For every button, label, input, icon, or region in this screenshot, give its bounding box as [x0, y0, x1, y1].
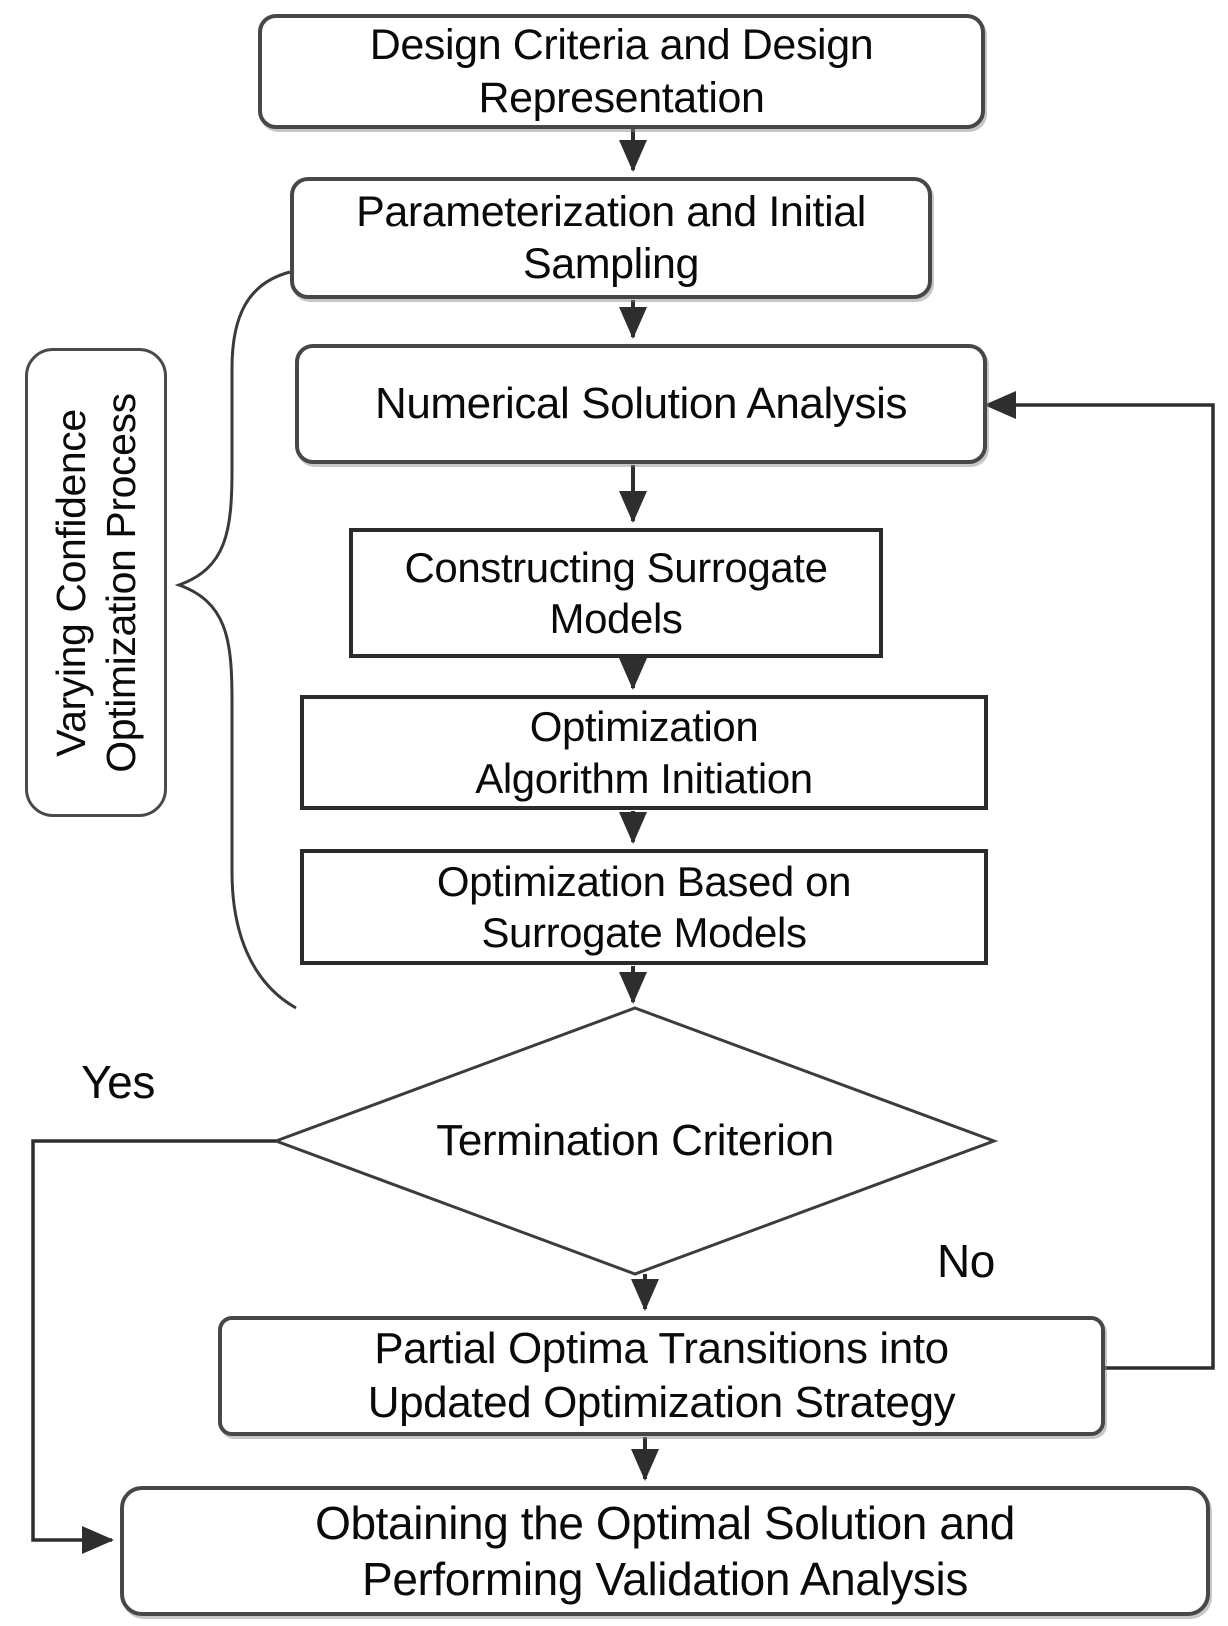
node-constructing-surrogate-models: Constructing Surrogate Models	[349, 528, 883, 658]
brace-curve	[174, 270, 297, 1010]
node-label-line: Parameterization and Initial	[356, 187, 866, 236]
branch-label-yes: Yes	[81, 1056, 155, 1108]
side-label-line: Optimization Process	[98, 392, 144, 773]
node-label-line: Optimization	[529, 703, 759, 751]
node-optimal-solution-validation: Obtaining the Optimal Solution and Perfo…	[120, 1486, 1210, 1616]
node-partial-optima-transition: Partial Optima Transitions into Updated …	[218, 1316, 1105, 1436]
branch-label-no: No	[936, 1235, 995, 1287]
node-label-line: Updated Optimization Strategy	[367, 1378, 956, 1427]
side-label-varying-confidence: Varying Confidence Optimization Process	[25, 348, 167, 817]
side-label-line: Varying Confidence	[47, 408, 94, 757]
node-termination-criterion: Termination Criterion	[355, 1112, 915, 1170]
node-optimization-algorithm-initiation: Optimization Algorithm Initiation	[300, 695, 988, 810]
node-label-line: Surrogate Models	[481, 909, 807, 956]
node-label-line: Obtaining the Optimal Solution and	[315, 1496, 1015, 1549]
node-label-line: Partial Optima Transitions into	[374, 1324, 949, 1374]
edge-no-feedback-loop	[984, 391, 1215, 1370]
node-label-line: Models	[549, 595, 683, 642]
side-label-text: Varying Confidence Optimization Process	[25, 348, 167, 817]
node-design-criteria: Design Criteria and Design Representatio…	[258, 14, 985, 129]
node-label-line: Optimization Based on	[436, 857, 852, 905]
node-label-line: Sampling	[522, 240, 700, 288]
edge-yes-branch	[31, 1139, 276, 1554]
node-optimization-based-on-surrogate-models: Optimization Based on Surrogate Models	[300, 849, 988, 965]
node-label-line: Constructing Surrogate	[404, 543, 828, 591]
node-label-line: Design Criteria and Design	[369, 21, 874, 70]
node-label-line: Algorithm Initiation	[475, 754, 813, 802]
node-label-line: Representation	[478, 73, 765, 122]
node-label-line: Numerical Solution Analysis	[374, 379, 908, 429]
node-parameterization: Parameterization and Initial Sampling	[290, 177, 932, 299]
node-numerical-solution-analysis: Numerical Solution Analysis	[295, 344, 987, 464]
node-label-line: Termination Criterion	[436, 1116, 834, 1165]
termination-diamond-shape	[271, 1006, 999, 1276]
node-label-line: Performing Validation Analysis	[362, 1553, 968, 1605]
